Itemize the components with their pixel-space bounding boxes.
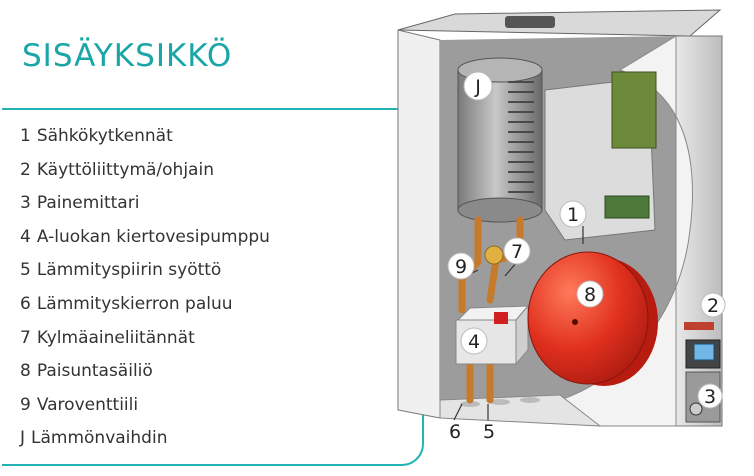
- expansion-tank: [527, 251, 649, 385]
- callout-6: 6: [449, 421, 461, 443]
- callout-marker: 1: [559, 200, 587, 228]
- legend-key: 9: [20, 394, 31, 415]
- callout-marker: 2: [700, 292, 726, 318]
- casing-front-cover: [558, 35, 693, 427]
- circuit-board: [611, 71, 657, 149]
- pressure-gauge-icon: [689, 402, 703, 416]
- callout-5: 5: [483, 421, 495, 443]
- callout-1: 1: [567, 204, 579, 226]
- callout-circle: [463, 71, 493, 101]
- callout-3: 3: [704, 386, 716, 408]
- callout-2: 2: [707, 295, 719, 317]
- callout-marker: 4: [460, 327, 488, 355]
- legend-label: Lämmityspiirin syöttö: [36, 260, 222, 281]
- heat-exchanger-bottom: [457, 197, 543, 223]
- legend-label: Sähkökytkennät: [36, 126, 173, 146]
- terminal-board: [604, 195, 650, 219]
- legend-label: Lämmityskierron paluu: [36, 293, 233, 314]
- callout-circle: [503, 237, 531, 265]
- safety-valve: [484, 245, 504, 265]
- callout-circle: [447, 252, 475, 280]
- callout-marker: 8: [576, 280, 604, 308]
- callout-circle: [460, 327, 488, 355]
- legend-label: Paisuntasäiliö: [36, 361, 153, 382]
- legend-key: 1: [20, 126, 31, 146]
- legend-label: Kylmäaineliitännät: [36, 327, 195, 348]
- callout-circle: [700, 292, 726, 318]
- legend-key: 8: [20, 361, 31, 382]
- legend-key: 7: [20, 327, 31, 348]
- callout-9: 9: [455, 256, 467, 278]
- legend-label: Painemittari: [36, 193, 140, 214]
- legend-key: 3: [20, 193, 31, 214]
- pipe-outlet: [520, 397, 540, 403]
- callout-8: 8: [584, 284, 596, 306]
- pipe-outlet: [460, 401, 480, 407]
- page-title: SISÄYKSIKKÖ: [22, 38, 233, 74]
- pump-side: [515, 304, 529, 366]
- pipe-outlet: [490, 399, 510, 405]
- legend-label: Varoventtiili: [36, 394, 139, 415]
- casing-bottom: [439, 394, 602, 427]
- callout-marker: 9: [447, 252, 475, 280]
- legend-key: 4: [20, 226, 31, 247]
- callout-marker: J: [463, 71, 493, 101]
- legend-label: Lämmönvaihdin: [31, 428, 168, 449]
- callout-circle: [697, 383, 723, 409]
- legend-key: J: [20, 428, 26, 449]
- callout-marker: 3: [697, 383, 723, 409]
- callout-circle: [559, 200, 587, 228]
- casing-top-slot: [505, 16, 555, 28]
- tank-valve: [572, 319, 578, 325]
- legend-label: Käyttöliittymä/ohjain: [36, 159, 214, 180]
- leader-line-6: [453, 403, 463, 421]
- callout-7: 7: [511, 241, 523, 263]
- pump-indicator: [494, 312, 508, 324]
- controller-display: [693, 343, 715, 361]
- callout-marker: 7: [503, 237, 531, 265]
- callout-J: J: [474, 76, 481, 98]
- heat-exchanger-coil: [508, 81, 534, 193]
- legend-key: 2: [20, 159, 31, 180]
- legend-label: A-luokan kiertovesipumppu: [36, 226, 270, 247]
- callout-circle: [576, 280, 604, 308]
- legend-key: 6: [20, 293, 31, 314]
- brand-strip: [684, 322, 714, 330]
- legend-key: 5: [20, 260, 31, 281]
- callout-4: 4: [468, 331, 480, 353]
- casing-top: [397, 9, 722, 37]
